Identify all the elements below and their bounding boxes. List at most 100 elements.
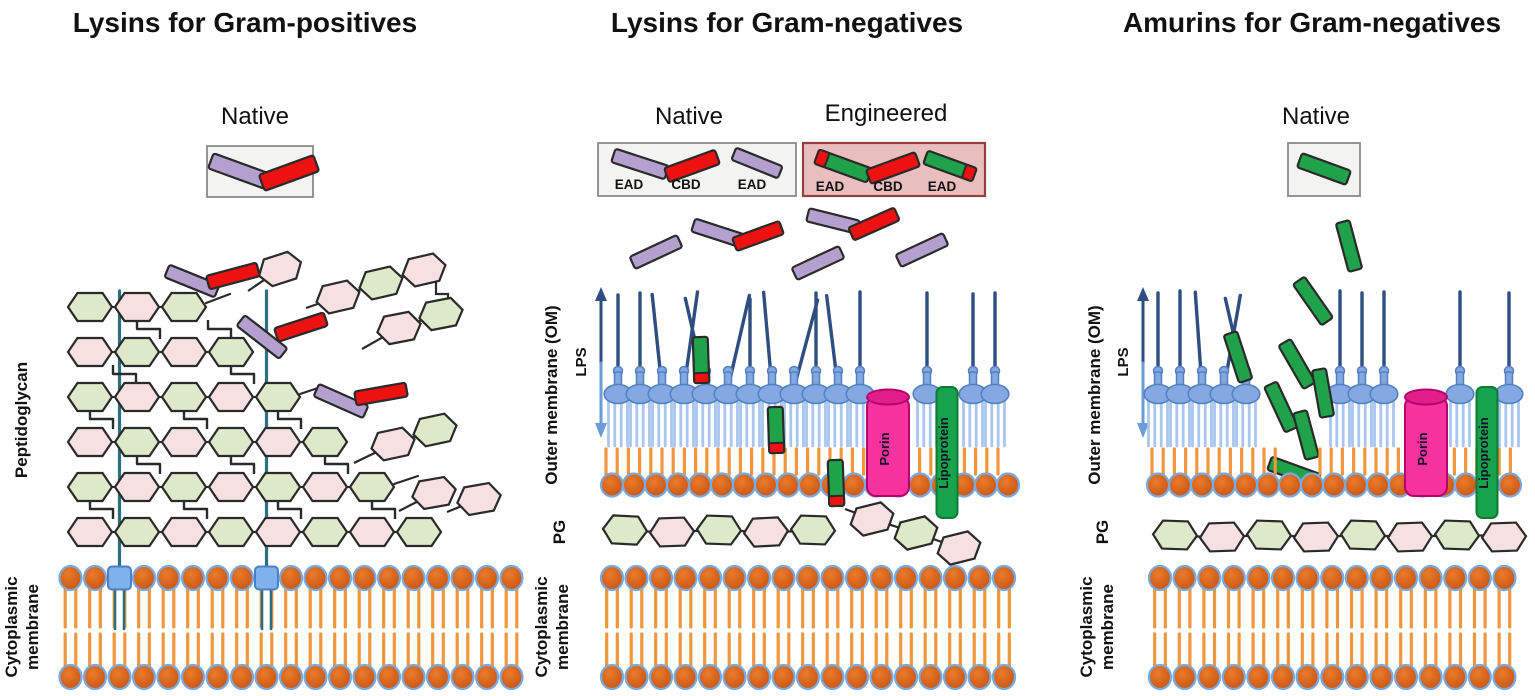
pg-fragment [844, 501, 982, 566]
sugar-hexagon [301, 471, 349, 503]
amurin-rod [1292, 276, 1334, 326]
ead-label: EAD [928, 179, 957, 194]
pg-chain [1151, 519, 1528, 553]
sugar-hexagon [113, 381, 161, 413]
sugar-hexagon [66, 291, 114, 323]
ead-label: EAD [738, 177, 767, 192]
sugar-hexagon [160, 516, 208, 548]
native-label: Native [221, 103, 289, 130]
lps-heads [603, 365, 1010, 448]
sugar-hexagon [648, 516, 696, 548]
lps-label: LPS [1115, 347, 1132, 376]
outer-membrane-label: Outer membrane (OM) [1085, 305, 1104, 484]
sugar-hexagon [418, 296, 464, 332]
engineered-ead-penetrating [826, 458, 846, 508]
sugar-hexagon [411, 475, 457, 511]
sugar-hexagon [66, 336, 114, 368]
pg-fragment [353, 412, 458, 464]
sugar-hexagon [113, 471, 161, 503]
sugar-hexagon [395, 516, 443, 548]
sugar-hexagon [348, 516, 396, 548]
lps-label: LPS [573, 347, 590, 376]
lysin-ead-rod [313, 383, 369, 419]
membrane-anchor [254, 565, 279, 591]
sugar-hexagon [254, 516, 302, 548]
lps-layer [603, 290, 1010, 448]
sugar-hexagon [257, 250, 303, 288]
outer-membrane-label: Outer membrane (OM) [542, 305, 561, 484]
sugar-hexagon [376, 310, 422, 346]
lysin-cbd-rod [353, 381, 409, 407]
sugar-hexagon [348, 471, 396, 503]
peptidoglycan-label: Peptidoglycan [12, 362, 31, 478]
engineered-ead-penetrating [766, 405, 786, 455]
o-antigen-chains [616, 290, 997, 390]
lipid-heads [58, 564, 524, 691]
sugar-hexagon [66, 426, 114, 458]
sugar-hexagon [742, 516, 790, 548]
panel3-art [1137, 152, 1528, 691]
sugar-hexagon [113, 336, 161, 368]
pg-fragment [361, 296, 464, 350]
sugar-hexagon [207, 381, 255, 413]
cbd-label: CBD [873, 179, 902, 194]
sugar-hexagon [66, 381, 114, 413]
amurin-rod [1311, 367, 1335, 419]
sugar-hexagon [893, 515, 939, 551]
native-lysin-ead-rod [731, 147, 783, 179]
panel-lysins-gram-positives: Lysins for Gram-positives Native Peptido… [2, 7, 524, 691]
cytoplasmic-membrane-bilayer [58, 564, 524, 691]
sugar-hexagon [1292, 521, 1340, 553]
sugar-hexagon [456, 481, 502, 517]
sugar-hexagon [207, 516, 255, 548]
amurin-rods [1223, 219, 1363, 488]
sugar-hexagon [1433, 519, 1481, 551]
sugar-hexagon [66, 516, 114, 548]
native-amurin-rod [1296, 152, 1352, 186]
lysin-ead-rod [629, 234, 683, 270]
porin [866, 388, 910, 497]
cytoplasmic-membrane-bilayer [599, 564, 1017, 691]
sugar-hexagon [370, 426, 416, 462]
lysin-ead-rod [791, 245, 845, 281]
sugar-hexagon [207, 336, 255, 368]
sugar-hexagon [113, 516, 161, 548]
sugar-hexagon [160, 291, 208, 323]
panel-title: Amurins for Gram-negatives [1123, 7, 1501, 38]
cbd-label: CBD [671, 177, 700, 192]
sugar-hexagon [412, 412, 458, 448]
floating-native-lysins [629, 207, 949, 281]
lipoprotein [935, 386, 959, 519]
lipid-tails [63, 587, 519, 668]
amurin-rod [1335, 219, 1363, 273]
native-label: Native [1282, 103, 1350, 130]
pg-fragment [305, 252, 447, 315]
ead-label: EAD [816, 179, 845, 194]
sugar-hexagon [160, 381, 208, 413]
sugar-hexagon [66, 471, 114, 503]
engineered-lysin-cbd-rod [865, 151, 921, 185]
panel-lysins-gram-negatives: Lysins for Gram-negatives Native Enginee… [532, 7, 1021, 691]
porin-label: Porin [877, 432, 892, 465]
lysin-cbd-rod [205, 261, 261, 291]
sugar-hexagon [160, 336, 208, 368]
outer-membrane-extent-arrow [1137, 287, 1149, 438]
lysin-cbd-rod [731, 220, 785, 252]
sugar-hexagon [1151, 519, 1199, 551]
sugar-hexagon [254, 471, 302, 503]
engineered-label: Engineered [825, 100, 948, 127]
attacking-lysins [164, 261, 409, 419]
sugar-hexagon [1386, 521, 1434, 553]
sugar-hexagon [695, 514, 743, 546]
native-lysin-cbd-rod [663, 149, 721, 183]
sugar-hexagon [207, 471, 255, 503]
lysin-ead-rod [236, 314, 288, 360]
pg-chain [601, 514, 837, 548]
sugar-hexagon [1198, 521, 1246, 553]
panel1-art [58, 152, 524, 691]
